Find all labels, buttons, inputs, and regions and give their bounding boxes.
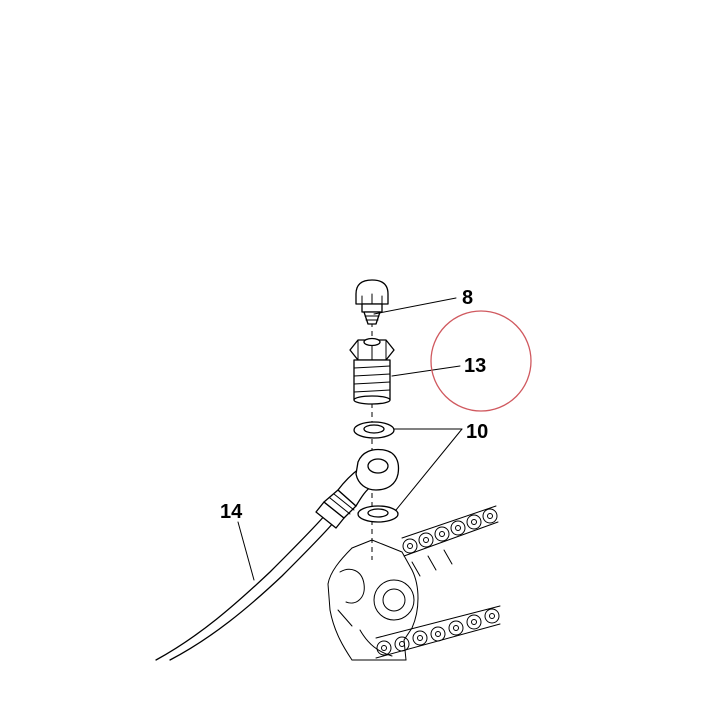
sealing-washer-upper <box>353 421 395 439</box>
callout-8: 8 <box>462 287 473 309</box>
callout-13: 13 <box>464 355 486 377</box>
chain-run-upper <box>401 505 499 577</box>
highlight-circle <box>430 310 532 412</box>
drive-chain <box>375 505 501 659</box>
frame-bracket <box>327 539 419 661</box>
callout-10: 10 <box>466 421 488 443</box>
leader-line-10-lower <box>395 428 463 511</box>
leader-line-14 <box>237 521 255 581</box>
union-bolt <box>349 337 395 405</box>
chain-run-lower <box>375 605 501 659</box>
brake-hose <box>155 448 400 661</box>
sealing-washer-lower <box>357 505 399 523</box>
bleed-valve <box>355 279 389 325</box>
leader-line-8 <box>373 297 457 315</box>
leader-line-13 <box>391 365 461 377</box>
callout-14: 14 <box>220 501 243 523</box>
